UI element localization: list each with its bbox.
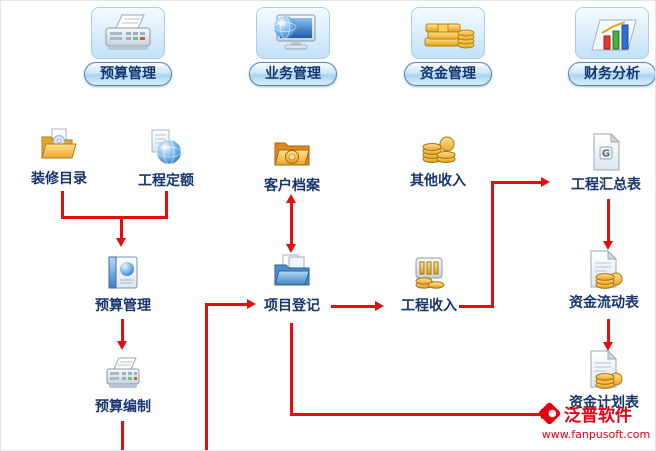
node-other-income[interactable]: 其他收入 — [383, 127, 493, 190]
connector-line — [165, 191, 168, 219]
budget-management-button[interactable]: 预算管理 — [84, 62, 172, 86]
globe-document-icon — [145, 127, 187, 169]
connector-line — [121, 319, 124, 341]
connector-line — [491, 181, 543, 184]
printer-fax-icon — [91, 7, 165, 59]
gold-coins-icon — [417, 127, 459, 169]
node-customer-archive[interactable]: 客户档案 — [237, 132, 347, 195]
money-stack-icon — [411, 7, 485, 59]
node-label: 工程定额 — [138, 173, 194, 189]
node-label: 客户档案 — [264, 178, 320, 194]
node-label: 预算编制 — [95, 399, 151, 415]
connector-line — [61, 191, 64, 219]
connector-line — [290, 413, 543, 416]
financial-analysis-button[interactable]: 财务分析 — [568, 62, 655, 86]
watermark-brand: 泛普软件 — [564, 406, 632, 426]
globe-monitor-icon — [256, 7, 330, 59]
node-label: 工程收入 — [401, 298, 457, 314]
svg-text:G: G — [602, 149, 610, 160]
node-label: 装修目录 — [31, 171, 87, 187]
arrowhead-down-icon — [117, 341, 127, 350]
fanpu-logo-icon — [537, 401, 562, 426]
connector-line — [61, 216, 168, 219]
module-business-management: 业务管理 — [245, 7, 341, 86]
bar-chart-3d-icon — [575, 7, 649, 59]
arrowhead-down-icon — [286, 244, 296, 253]
connector-line — [331, 305, 377, 308]
blue-book-icon — [102, 252, 144, 294]
node-fund-plan-table[interactable]: 资金计划表 — [549, 349, 655, 412]
module-financial-analysis: 财务分析 — [564, 7, 655, 86]
orange-folder-lock-icon — [271, 132, 313, 174]
yellow-folder-icon — [38, 125, 80, 167]
node-label: 项目登记 — [264, 298, 320, 314]
watermark-url: www.fanpusoft.com — [541, 428, 651, 441]
arrowhead-down-icon — [116, 238, 126, 247]
connector-line — [607, 319, 610, 342]
connector-line — [290, 323, 293, 415]
arrowhead-right-icon — [541, 177, 550, 187]
connector-line — [459, 305, 494, 308]
node-project-registration[interactable]: 项目登记 — [237, 252, 347, 315]
connector-line — [120, 216, 123, 238]
arrowhead-right-icon — [375, 301, 384, 311]
arrowhead-down-icon — [603, 241, 613, 250]
module-fund-management: 资金管理 — [400, 7, 496, 86]
document-coins-icon — [583, 249, 625, 291]
connector-line — [607, 199, 610, 241]
business-management-button[interactable]: 业务管理 — [249, 62, 337, 86]
connector-line — [205, 303, 249, 306]
node-label: 资金流动表 — [569, 295, 639, 311]
connector-line — [205, 303, 208, 450]
node-project-summary-table[interactable]: G 工程汇总表 — [551, 131, 655, 194]
calculator-icon — [102, 353, 144, 395]
node-project-income[interactable]: 工程收入 — [374, 252, 484, 315]
node-budget-management[interactable]: 预算管理 — [68, 252, 178, 315]
connector-line — [121, 421, 124, 450]
blue-folder-icon — [271, 252, 313, 294]
node-label: 其他收入 — [410, 173, 466, 189]
node-budget-compilation[interactable]: 预算编制 — [68, 353, 178, 416]
document-coins-icon — [583, 349, 625, 391]
arrowhead-up-icon — [286, 194, 296, 203]
arrowhead-right-icon — [247, 299, 256, 309]
connector-line — [290, 201, 293, 246]
node-label: 预算管理 — [95, 298, 151, 314]
node-decoration-catalog[interactable]: 装修目录 — [4, 125, 114, 188]
node-label: 工程汇总表 — [571, 177, 641, 193]
node-label: 资金计划表 — [569, 395, 639, 411]
arrowhead-down-icon — [603, 342, 613, 351]
document-g-icon: G — [585, 131, 627, 173]
module-budget-management: 预算管理 — [80, 7, 176, 86]
coins-income-icon — [408, 252, 450, 294]
connector-line — [491, 182, 494, 308]
fund-management-button[interactable]: 资金管理 — [404, 62, 492, 86]
watermark: 泛普软件 www.fanpusoft.com — [537, 401, 655, 441]
node-project-quota[interactable]: 工程定额 — [111, 127, 221, 190]
node-fund-flow-table[interactable]: 资金流动表 — [549, 249, 655, 312]
